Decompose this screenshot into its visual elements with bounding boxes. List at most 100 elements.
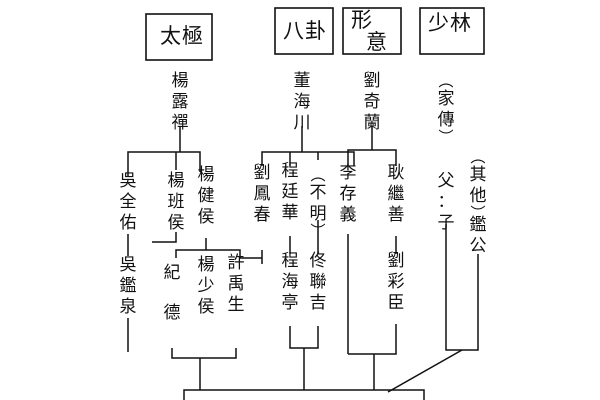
name-other: ︵其他︶: [470, 148, 487, 222]
name-char: 楊: [168, 171, 185, 191]
name-char: 程: [282, 161, 299, 181]
name-char: 他: [470, 186, 487, 206]
header-taiji-char1: 太: [160, 24, 181, 48]
header-taiji-char2: 極: [182, 24, 203, 48]
line-taiji-bottom: [171, 348, 237, 359]
name-char: 生: [228, 295, 245, 315]
line-xingyi-bottom: [348, 324, 397, 355]
name-char: 禪: [172, 113, 189, 133]
name-yang-shaohou: 楊少侯: [198, 255, 215, 317]
name-char: 鑑: [470, 215, 487, 235]
name-wu-quanyou: 吳全佑: [120, 171, 137, 233]
name-char: 侯: [168, 213, 185, 233]
name-char: 奇: [364, 92, 381, 112]
name-char: 吳: [120, 255, 137, 275]
name-char: 泉: [120, 297, 137, 317]
header-xingyi-char1: 形: [351, 8, 372, 32]
paren-open: ︵: [470, 148, 485, 166]
name-char: 佑: [120, 213, 137, 233]
name-char: 蘭: [364, 113, 381, 133]
paren-close: ︶: [470, 204, 485, 222]
name-char: 董: [294, 71, 311, 91]
name-char: 亭: [282, 293, 299, 313]
name-char: 程: [282, 251, 299, 271]
name-xu-yusheng: 許禹生: [228, 253, 245, 315]
name-liu-qilan: 劉奇蘭: [364, 71, 381, 133]
name-yang-jianhou: 楊健侯: [198, 165, 215, 227]
name-char: 明: [310, 204, 327, 224]
name-char: 禹: [228, 274, 245, 294]
name-char: 家: [438, 89, 455, 109]
base-box-top: [183, 389, 425, 400]
name-char: 露: [172, 92, 189, 112]
header-box-taiji: 太 極: [145, 13, 213, 61]
line-bagua-branch: [261, 151, 355, 166]
name-yang-luchan: 楊露禪: [172, 71, 189, 133]
name-char: 德: [164, 303, 181, 323]
name-char: 李: [340, 163, 357, 183]
line-taiji-branch: [127, 151, 201, 176]
name-father-son: 父：子: [438, 171, 455, 233]
connector-lines: [127, 126, 479, 400]
name-char: 許: [228, 253, 245, 273]
name-liu-caichen: 劉彩臣: [388, 251, 405, 313]
name-char: 劉: [254, 163, 271, 183]
name-dong-haichuan: 董海川: [294, 71, 311, 133]
header-bagua-char1: 八: [283, 19, 304, 43]
name-char: 鳳: [254, 184, 271, 204]
name-cheng-tinghua: 程廷華: [282, 161, 299, 223]
name-char: 侯: [198, 297, 215, 317]
name-char: 健: [198, 186, 215, 206]
name-char: 楊: [198, 255, 215, 275]
name-char: 劉: [388, 251, 405, 271]
name-char: 存: [340, 184, 357, 204]
name-char: 少: [198, 276, 215, 296]
name-char: 春: [254, 205, 271, 225]
names-layer: 楊露禪吳全佑楊班侯楊健侯吳鑑泉紀德楊少侯許禹生董海川劉鳳春程廷華︵不明︶程海亭佟…: [120, 71, 487, 323]
header-shaolin-char1: 少: [428, 11, 449, 35]
name-char: 川: [294, 113, 311, 133]
name-char: 義: [340, 205, 357, 225]
name-char: 繼: [388, 184, 405, 204]
name-char: 班: [168, 192, 185, 212]
name-char: 侯: [198, 207, 215, 227]
name-char: 父: [438, 171, 455, 191]
name-char: 全: [120, 192, 137, 212]
header-shaolin-char2: 林: [450, 11, 471, 35]
name-char: 耿: [388, 163, 405, 183]
name-char: 紀: [164, 263, 181, 283]
name-family: ︵家傳︶: [438, 72, 455, 146]
name-char: 子: [438, 213, 455, 233]
header-xingyi-char2: 意: [366, 30, 387, 54]
name-char: 海: [294, 92, 311, 112]
name-li-cunyi: 李存義: [340, 163, 357, 225]
name-geng-jishan: 耿繼善: [388, 163, 405, 225]
paren-close: ︶: [438, 128, 453, 146]
paren-open: ︵: [310, 166, 325, 184]
name-char: 彩: [388, 272, 405, 292]
name-char: 吳: [120, 171, 137, 191]
name-char: ：: [438, 192, 455, 212]
line-banhou-bracket: [152, 232, 177, 243]
name-char: 臣: [388, 293, 405, 313]
header-box-shaolin: 少 林: [419, 7, 485, 55]
name-char: 其: [470, 165, 487, 185]
name-char: 公: [470, 236, 487, 256]
line-jianhou-children: [175, 249, 241, 258]
name-char: 楊: [198, 165, 215, 185]
name-char: 吉: [310, 293, 327, 313]
name-yang-banhou: 楊班侯: [168, 171, 185, 233]
name-char: 傳: [438, 110, 455, 130]
name-liu-fengchun: 劉鳳春: [254, 163, 271, 225]
header-box-xingyi: 形 意: [342, 7, 402, 55]
paren-open: ︵: [438, 72, 453, 90]
name-cheng-haiting: 程海亭: [282, 251, 299, 313]
name-char: 海: [282, 272, 299, 292]
name-ji-de: 紀德: [164, 263, 181, 323]
name-char: 鑑: [120, 276, 137, 296]
name-char: 華: [282, 203, 299, 223]
name-wu-jianquan: 吳鑑泉: [120, 255, 137, 317]
line-xingyi-branch: [347, 149, 397, 166]
name-char: 不: [310, 183, 327, 203]
